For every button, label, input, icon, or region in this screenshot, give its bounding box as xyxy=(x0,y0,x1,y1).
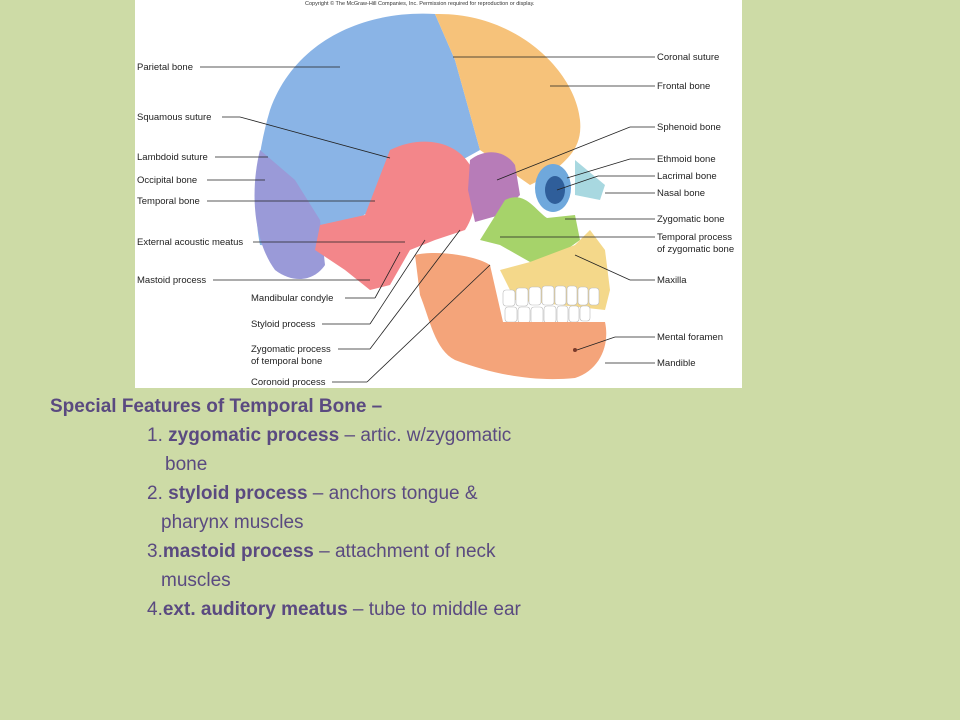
note-term: styloid process xyxy=(168,483,308,504)
nasal-bone-shape xyxy=(575,160,605,200)
copyright-notice: Copyright © The McGraw-Hill Companies, I… xyxy=(305,0,535,7)
note-item-1: 1. zygomatic process – artic. w/zygomati… xyxy=(50,421,930,450)
label-external-acoustic-meatus: External acoustic meatus xyxy=(137,237,243,248)
label-parietal-bone: Parietal bone xyxy=(137,62,193,73)
label-temporal-bone: Temporal bone xyxy=(137,196,200,207)
note-num: 4. xyxy=(147,599,163,620)
label-mandibular-condyle: Mandibular condyle xyxy=(251,293,333,304)
label-ethmoid-bone: Ethmoid bone xyxy=(657,154,716,165)
label-zygomatic-process-2: of temporal bone xyxy=(251,356,322,367)
label-nasal-bone: Nasal bone xyxy=(657,188,705,199)
note-desc: – tube to middle ear xyxy=(347,599,521,620)
label-occipital-bone: Occipital bone xyxy=(137,175,197,186)
note-item-2: 2. styloid process – anchors tongue & xyxy=(50,479,930,508)
skull-diagram: Copyright © The McGraw-Hill Companies, I… xyxy=(135,0,742,388)
note-desc: – attachment of neck xyxy=(313,541,496,562)
orbit-inner-shape xyxy=(545,176,565,204)
label-lambdoid-suture: Lambdoid suture xyxy=(137,152,208,163)
temporal-bone-notes: Special Features of Temporal Bone – 1. z… xyxy=(50,392,930,624)
label-temporal-process: Temporal process xyxy=(657,232,732,243)
label-temporal-process-2: of zygomatic bone xyxy=(657,244,734,255)
label-maxilla: Maxilla xyxy=(657,275,687,286)
condyle-shape xyxy=(384,230,416,250)
zygomatic-bone-shape xyxy=(480,197,580,262)
note-item-3-cont: muscles xyxy=(161,570,231,591)
note-item-2-cont: pharynx muscles xyxy=(161,512,304,533)
note-num: 1. xyxy=(147,425,169,446)
notes-title: Special Features of Temporal Bone – xyxy=(50,396,383,417)
note-term: zygomatic process xyxy=(168,425,340,446)
leader-lines xyxy=(200,56,655,383)
label-coronoid-process: Coronoid process xyxy=(251,377,326,388)
label-squamous-suture: Squamous suture xyxy=(137,112,211,123)
temporal-bone-shape xyxy=(315,141,476,290)
note-item-4: 4.ext. auditory meatus – tube to middle … xyxy=(50,595,930,624)
label-sphenoid-bone: Sphenoid bone xyxy=(657,122,721,133)
label-zygomatic-process: Zygomatic process xyxy=(251,344,331,355)
note-term: mastoid process xyxy=(162,541,314,562)
teeth xyxy=(502,285,600,325)
note-num: 2. xyxy=(147,483,169,504)
label-mastoid-process: Mastoid process xyxy=(137,275,206,286)
note-item-1-cont: bone xyxy=(165,454,208,475)
label-zygomatic-bone: Zygomatic bone xyxy=(657,214,725,225)
mandible-shape xyxy=(415,253,607,380)
note-term: ext. auditory meatus xyxy=(162,599,348,620)
label-mandible: Mandible xyxy=(657,358,696,369)
label-styloid-process: Styloid process xyxy=(251,319,316,330)
label-mental-foramen: Mental foramen xyxy=(657,332,723,343)
note-item-3: 3.mastoid process – attachment of neck xyxy=(50,537,930,566)
note-desc: – artic. w/zygomatic xyxy=(339,425,512,446)
mental-foramen-dot xyxy=(573,348,577,352)
note-desc: – anchors tongue & xyxy=(307,483,478,504)
parietal-bone-shape xyxy=(256,13,480,251)
label-frontal-bone: Frontal bone xyxy=(657,81,710,92)
label-coronal-suture: Coronal suture xyxy=(657,52,719,63)
note-num: 3. xyxy=(147,541,163,562)
occipital-bone-shape xyxy=(254,150,325,280)
label-lacrimal-bone: Lacrimal bone xyxy=(657,171,717,182)
